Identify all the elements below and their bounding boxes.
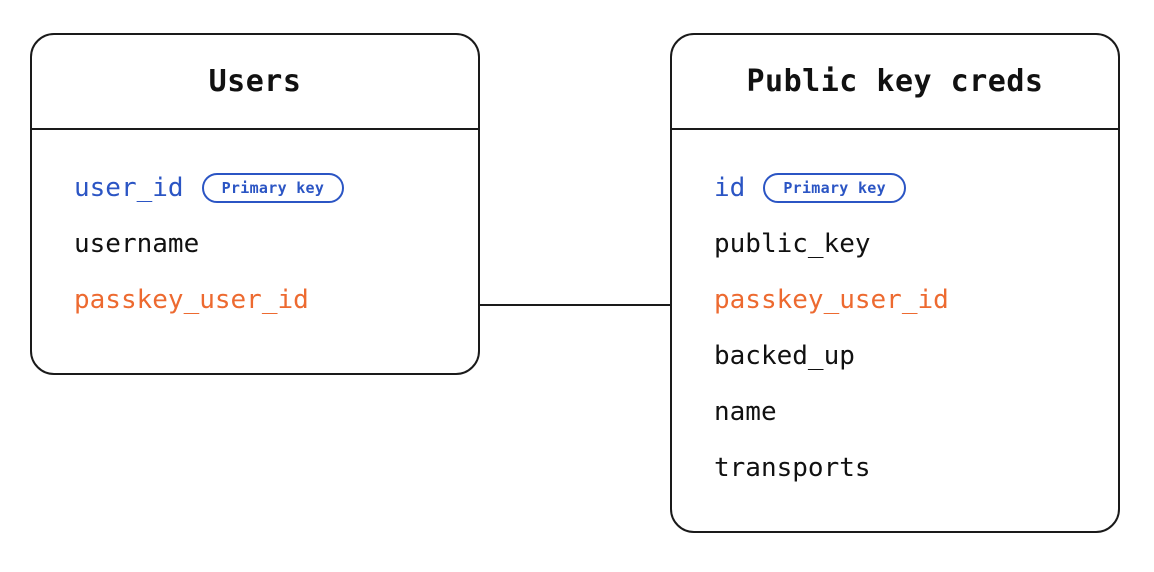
foreign-key-field-name: passkey_user_id xyxy=(714,285,949,315)
entity-table-users[interactable]: Users user_id Primary key username passkey_u… xyxy=(30,33,480,375)
field-row[interactable]: backed_up xyxy=(672,328,1118,384)
field-row[interactable]: passkey_user_id xyxy=(672,272,1118,328)
field-name: public_key xyxy=(714,229,871,259)
field-row[interactable]: transports xyxy=(672,440,1118,496)
entity-field-list-users: user_id Primary key username passkey_user_i… xyxy=(32,130,478,328)
entity-header-public-key-creds: Public key creds xyxy=(672,35,1118,130)
primary-key-badge-label: Primary key xyxy=(783,178,886,197)
field-row[interactable]: name xyxy=(672,384,1118,440)
field-row[interactable]: passkey_user_id xyxy=(32,272,478,328)
primary-key-field-name: id xyxy=(714,173,746,203)
field-name: backed_up xyxy=(714,341,855,371)
primary-key-badge: Primary key xyxy=(201,173,345,203)
field-row[interactable]: public_key xyxy=(672,216,1118,272)
primary-key-badge: Primary key xyxy=(763,173,906,203)
primary-key-badge-label: Primary key xyxy=(221,178,325,197)
field-name: username xyxy=(74,229,200,259)
entity-header-users: Users xyxy=(32,35,478,130)
foreign-key-field-name: passkey_user_id xyxy=(74,285,309,315)
field-name: transports xyxy=(714,453,871,483)
field-row[interactable]: username xyxy=(32,216,478,272)
field-row[interactable]: id Primary key xyxy=(672,160,1118,216)
entity-title: Public key creds xyxy=(746,64,1044,99)
primary-key-field-name: user_id xyxy=(74,173,184,203)
entity-title: Users xyxy=(208,64,302,99)
relationship-connector-users-to-creds xyxy=(480,304,670,306)
field-row[interactable]: user_id Primary key xyxy=(32,160,478,216)
field-name: name xyxy=(714,397,777,427)
